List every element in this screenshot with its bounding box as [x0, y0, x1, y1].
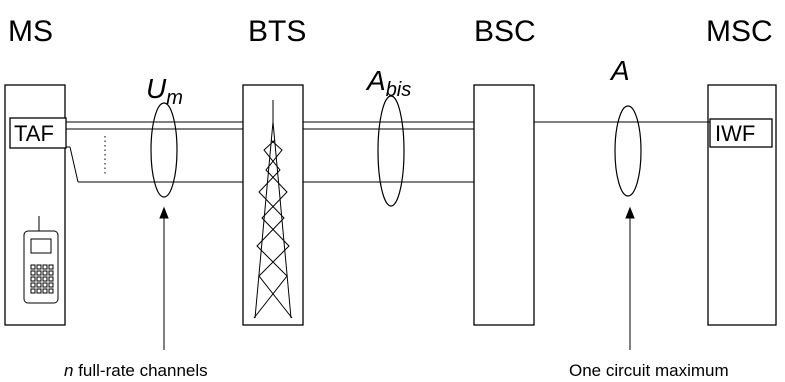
ms-header: MS: [8, 15, 53, 48]
um-ellipse: [150, 102, 178, 198]
bts-header: BTS: [248, 15, 306, 48]
bsc-box: [473, 84, 535, 326]
a-interface-label: A: [609, 55, 630, 86]
abis-ellipse: [377, 95, 405, 207]
circuit-arrow: [625, 206, 635, 350]
taf-label: TAF: [14, 121, 54, 146]
abis-channels: [303, 121, 474, 183]
um-channels: [66, 121, 243, 183]
iwf-label: IWF: [715, 121, 755, 146]
channels-arrow: [159, 206, 169, 350]
um-interface-label: Um: [146, 73, 183, 109]
bts-box: [242, 84, 304, 326]
iwf-box: [709, 118, 773, 148]
ms-box: [4, 84, 66, 326]
msc-box: [707, 84, 777, 326]
bsc-header: BSC: [474, 15, 536, 48]
a-ellipse: [614, 105, 642, 197]
msc-header: MSC: [706, 15, 773, 48]
channels-note: n full-rate channels: [64, 361, 208, 380]
abis-interface-label: Abis: [365, 65, 411, 101]
mobile-phone-icon: [23, 216, 59, 304]
circuit-note: One circuit maximum: [569, 361, 729, 380]
tower-icon: [253, 100, 293, 319]
taf-box: [9, 117, 67, 149]
